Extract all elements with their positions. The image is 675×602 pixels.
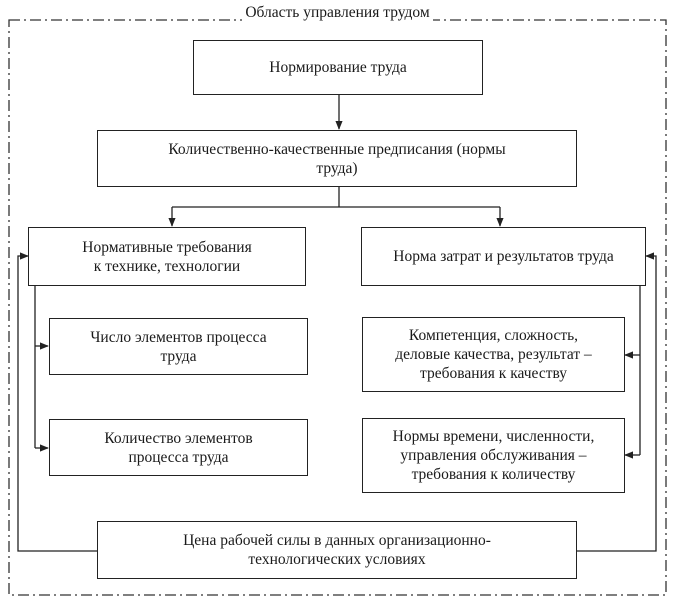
node-quantity-of-elements: Количество элементов процесса труда — [49, 419, 308, 476]
node-labor-price: Цена рабочей силы в данных организационн… — [97, 521, 577, 579]
node-prescriptions: Количественно-качественные предписания (… — [97, 130, 577, 187]
area-frame — [8, 19, 667, 596]
area-label: Область управления трудом — [0, 3, 675, 22]
node-competence: Компетенция, сложность, деловые качества… — [362, 317, 625, 392]
right-feedback-loop — [577, 252, 657, 552]
node-norm-costs-results: Норма затрат и результатов труда — [361, 227, 646, 286]
node-labor-rationing: Нормирование труда — [193, 40, 483, 95]
node-number-of-elements: Число элементов процесса труда — [49, 318, 308, 375]
node-normative-requirements: Нормативные требования к технике, технол… — [28, 227, 306, 286]
node-time-norms: Нормы времени, численности, управления о… — [362, 418, 625, 493]
left-feedback-loop — [17, 252, 97, 552]
